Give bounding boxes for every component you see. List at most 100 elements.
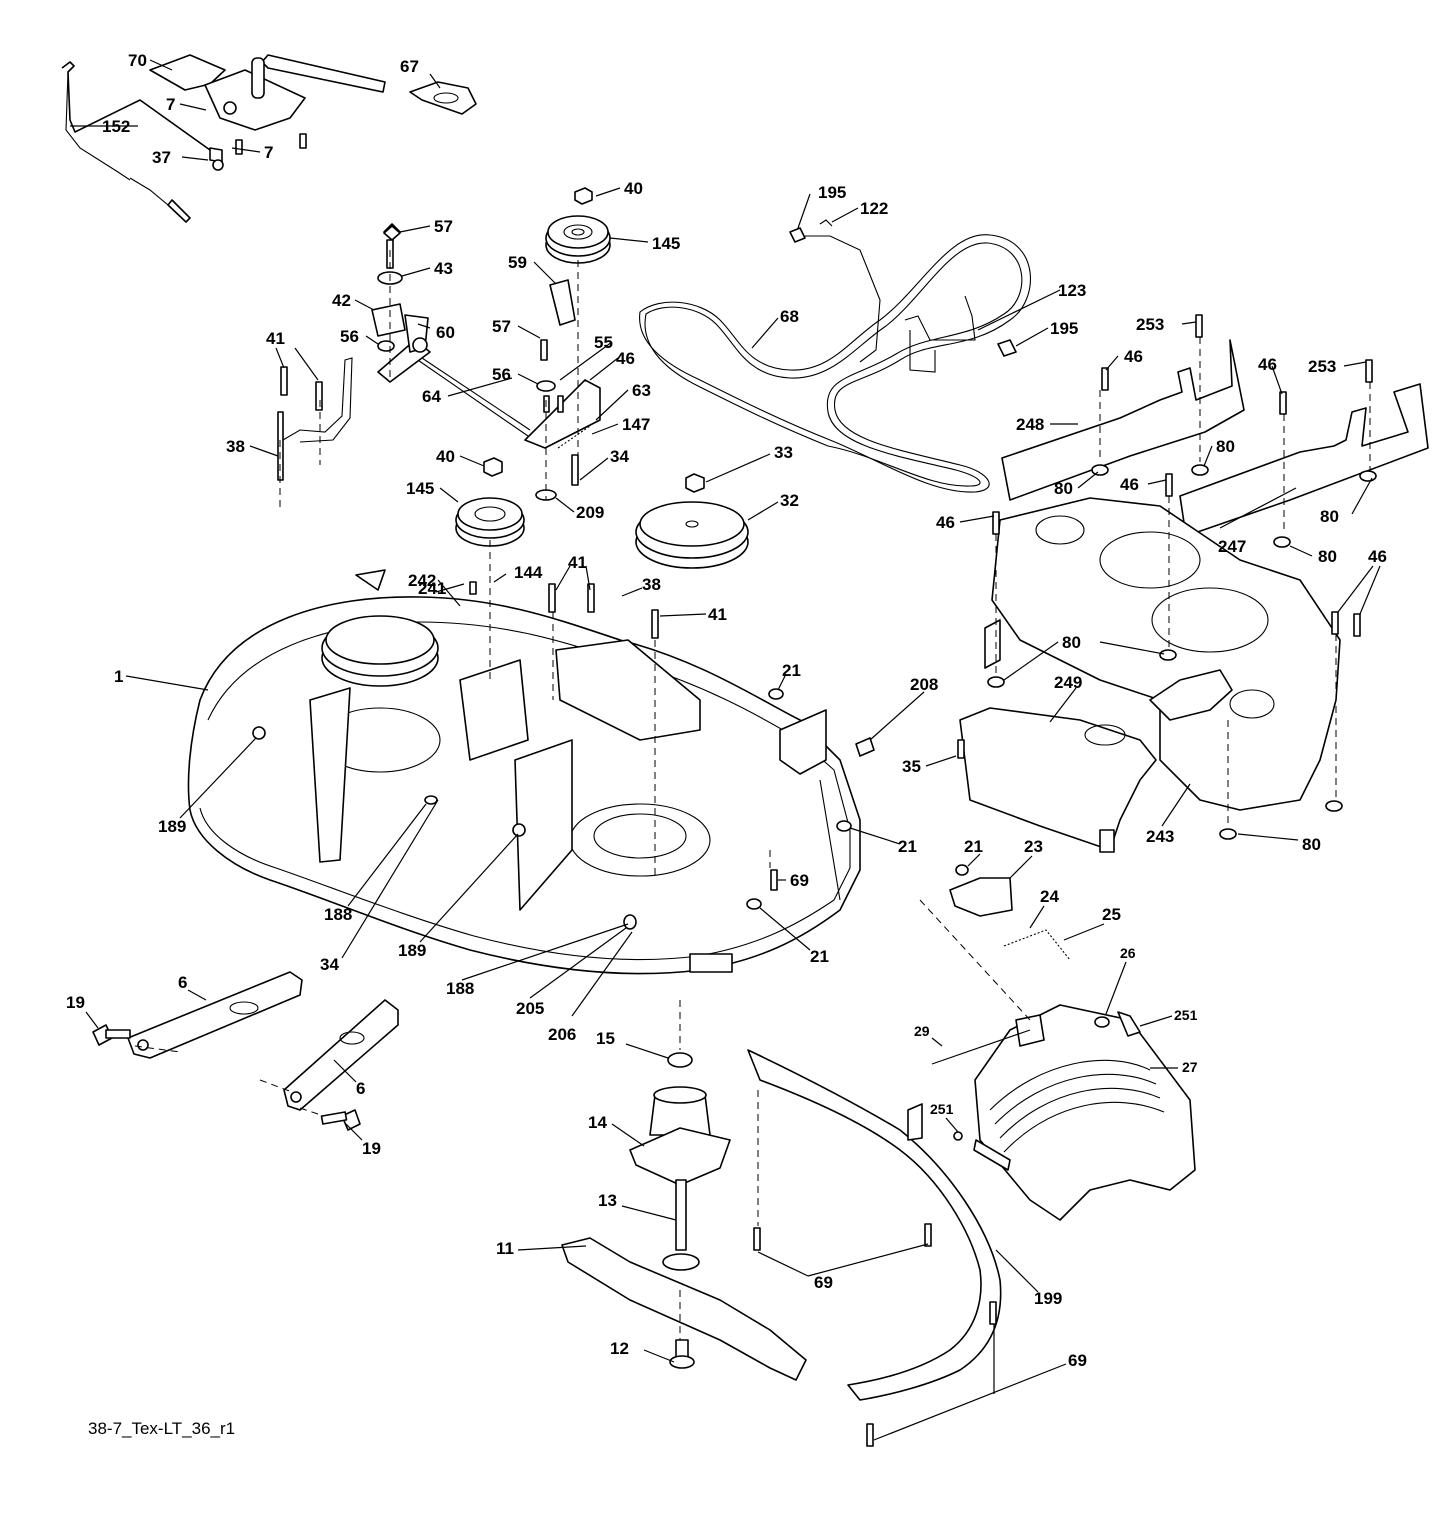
callout-46: 46: [1368, 547, 1387, 566]
callout-205: 205: [516, 999, 544, 1018]
callout-80: 80: [1302, 835, 1321, 854]
callout-labels: 70 67 7 7 152 37 40 145 57 43 42 60 56 5…: [66, 51, 1387, 1370]
callout-46: 46: [936, 513, 955, 532]
callout-57: 57: [492, 317, 511, 336]
callout-56: 56: [492, 365, 511, 384]
callout-189: 189: [158, 817, 186, 836]
callout-145: 145: [406, 479, 434, 498]
chute-spring-bracket: [949, 877, 1071, 961]
spindle-assembly: [629, 1052, 731, 1271]
callout-67: 67: [400, 57, 419, 76]
callout-34: 34: [320, 955, 339, 974]
callout-206: 206: [548, 1025, 576, 1044]
callout-46: 46: [616, 349, 635, 368]
callout-152: 152: [102, 117, 130, 136]
callout-188: 188: [446, 979, 474, 998]
callout-64: 64: [422, 387, 441, 406]
chute-deflector-bracket: [959, 707, 1157, 853]
callout-11: 11: [496, 1239, 514, 1258]
callout-147: 147: [622, 415, 650, 434]
callout-80: 80: [1054, 479, 1073, 498]
callout-251: 251: [1174, 1007, 1198, 1023]
idler-bracket: [409, 279, 601, 449]
callout-56: 56: [340, 327, 359, 346]
callout-37: 37: [152, 148, 171, 167]
callout-32: 32: [780, 491, 799, 510]
belt-guide-wire: [789, 219, 1017, 373]
callout-14: 14: [588, 1113, 607, 1132]
callout-40: 40: [436, 447, 455, 466]
callout-15: 15: [596, 1029, 615, 1048]
callout-144: 144: [514, 563, 543, 582]
callout-209: 209: [576, 503, 604, 522]
callout-19: 19: [66, 993, 85, 1012]
assembly-centerlines: [134, 250, 1371, 1340]
idler-arm-left: [371, 223, 431, 383]
callout-42: 42: [332, 291, 351, 310]
callout-13: 13: [598, 1191, 617, 1210]
callout-26: 26: [1120, 945, 1136, 961]
callout-41: 41: [708, 605, 727, 624]
callout-40: 40: [624, 179, 643, 198]
front-baffle: [747, 1049, 1002, 1401]
callout-253: 253: [1308, 357, 1336, 376]
callout-188: 188: [324, 905, 352, 924]
callout-122: 122: [860, 199, 888, 218]
callout-80: 80: [1320, 507, 1339, 526]
callout-189: 189: [398, 941, 426, 960]
callout-69: 69: [1068, 1351, 1087, 1370]
callout-63: 63: [632, 381, 651, 400]
callout-253: 253: [1136, 315, 1164, 334]
drive-belt: [639, 234, 1031, 493]
callout-34: 34: [610, 447, 629, 466]
callout-46: 46: [1124, 347, 1143, 366]
callout-59: 59: [508, 253, 527, 272]
callout-145: 145: [652, 234, 680, 253]
callout-208: 208: [910, 675, 938, 694]
callout-23: 23: [1024, 837, 1043, 856]
callout-38: 38: [642, 575, 661, 594]
callout-57: 57: [434, 217, 453, 236]
callout-27: 27: [1182, 1059, 1198, 1075]
callout-251: 251: [930, 1101, 954, 1117]
callout-25: 25: [1102, 905, 1121, 924]
callout-69: 69: [814, 1273, 833, 1292]
callout-242: 242: [408, 571, 436, 590]
callout-241: 241: [418, 579, 446, 598]
fastener-hardware: [252, 225, 1377, 1447]
callout-248: 248: [1016, 415, 1044, 434]
drawing-code: 38-7_Tex-LT_36_r1: [88, 1419, 235, 1438]
lift-handle-knob: [409, 81, 477, 115]
lift-links: [92, 971, 399, 1131]
callout-29: 29: [914, 1023, 930, 1039]
callout-249: 249: [1054, 673, 1082, 692]
callout-21: 21: [810, 947, 829, 966]
callout-43: 43: [434, 259, 453, 278]
idler-pulley-lower: [455, 457, 525, 547]
callout-195: 195: [818, 183, 846, 202]
callout-21: 21: [964, 837, 983, 856]
callout-80: 80: [1318, 547, 1337, 566]
callout-7: 7: [264, 143, 273, 162]
callout-60: 60: [436, 323, 455, 342]
mower-deck-housing: [187, 569, 861, 975]
callout-35: 35: [902, 757, 921, 776]
callout-33: 33: [774, 443, 793, 462]
callout-69: 69: [790, 871, 809, 890]
callout-68: 68: [780, 307, 799, 326]
callout-55: 55: [594, 333, 613, 352]
callout-38: 38: [226, 437, 245, 456]
callout-leaders: [70, 59, 1381, 1441]
callout-6: 6: [356, 1079, 365, 1098]
callout-195: 195: [1050, 319, 1078, 338]
callout-6: 6: [178, 973, 187, 992]
callout-12: 12: [610, 1339, 629, 1358]
callout-247: 247: [1218, 537, 1246, 556]
lift-lever-assembly: [61, 54, 386, 223]
discharge-chute: [931, 1004, 1196, 1221]
callout-7: 7: [166, 95, 175, 114]
belt-shields: [1001, 339, 1429, 537]
idler-pulley-upper: [545, 187, 611, 264]
callout-46: 46: [1120, 475, 1139, 494]
